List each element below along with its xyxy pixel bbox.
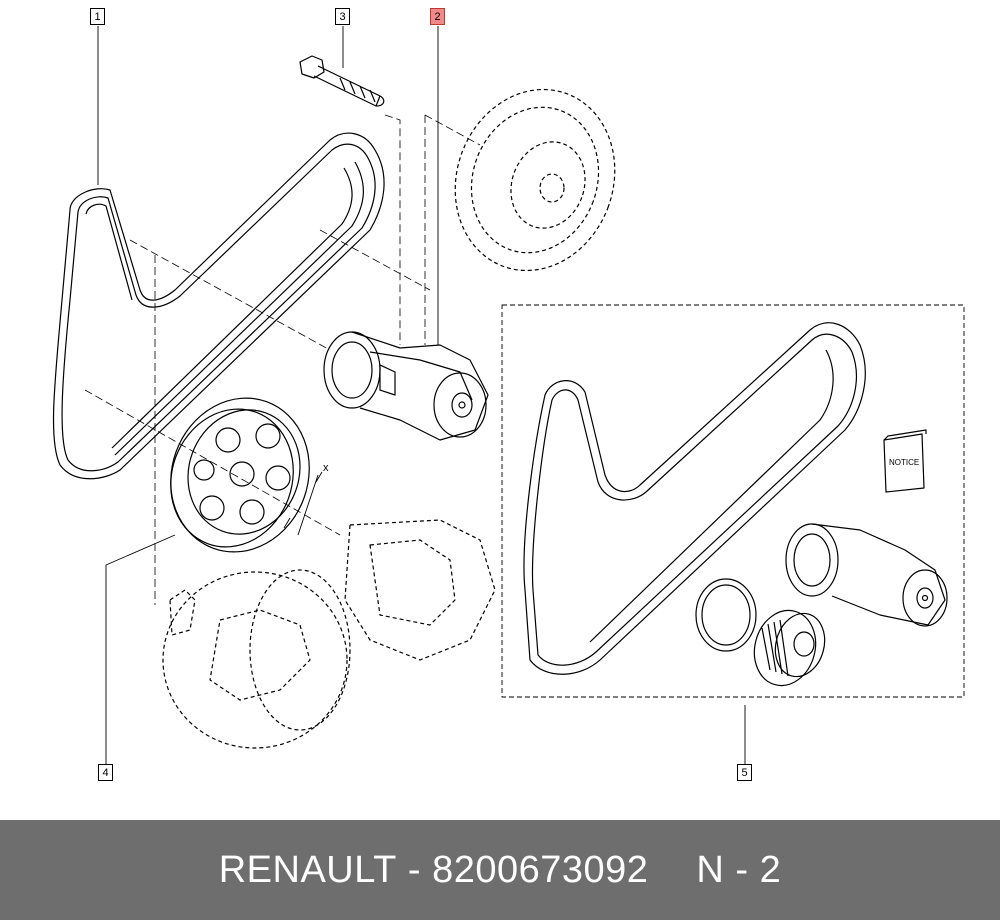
belt-tensioner xyxy=(323,331,489,441)
axis-marker xyxy=(283,471,323,536)
belt-kit xyxy=(501,304,965,698)
part-number: 8200673092 xyxy=(432,848,649,891)
part-footer-bar: RENAULT - 8200673092 N - 2 xyxy=(0,820,1000,920)
position-code: N - 2 xyxy=(696,848,782,891)
bolt xyxy=(299,55,385,107)
parts-diagram xyxy=(52,26,965,765)
alternator-pulley xyxy=(170,397,310,553)
guide-lines xyxy=(84,114,481,605)
callout-5[interactable]: 5 xyxy=(737,764,752,781)
drive-belt xyxy=(52,132,385,480)
callout-1[interactable]: 1 xyxy=(90,8,105,25)
callout-4[interactable]: 4 xyxy=(98,764,113,781)
axis-marker-label: x xyxy=(323,462,329,474)
brand-separator: - xyxy=(407,848,421,891)
brand-name: RENAULT xyxy=(218,848,397,891)
alternator-dashed xyxy=(162,519,496,749)
notice-label: NOTICE xyxy=(889,458,920,467)
callout-3[interactable]: 3 xyxy=(335,8,350,25)
callout-2[interactable]: 2 xyxy=(430,8,445,25)
leader-lines xyxy=(97,26,746,765)
crank-pulley-dashed xyxy=(454,88,616,272)
